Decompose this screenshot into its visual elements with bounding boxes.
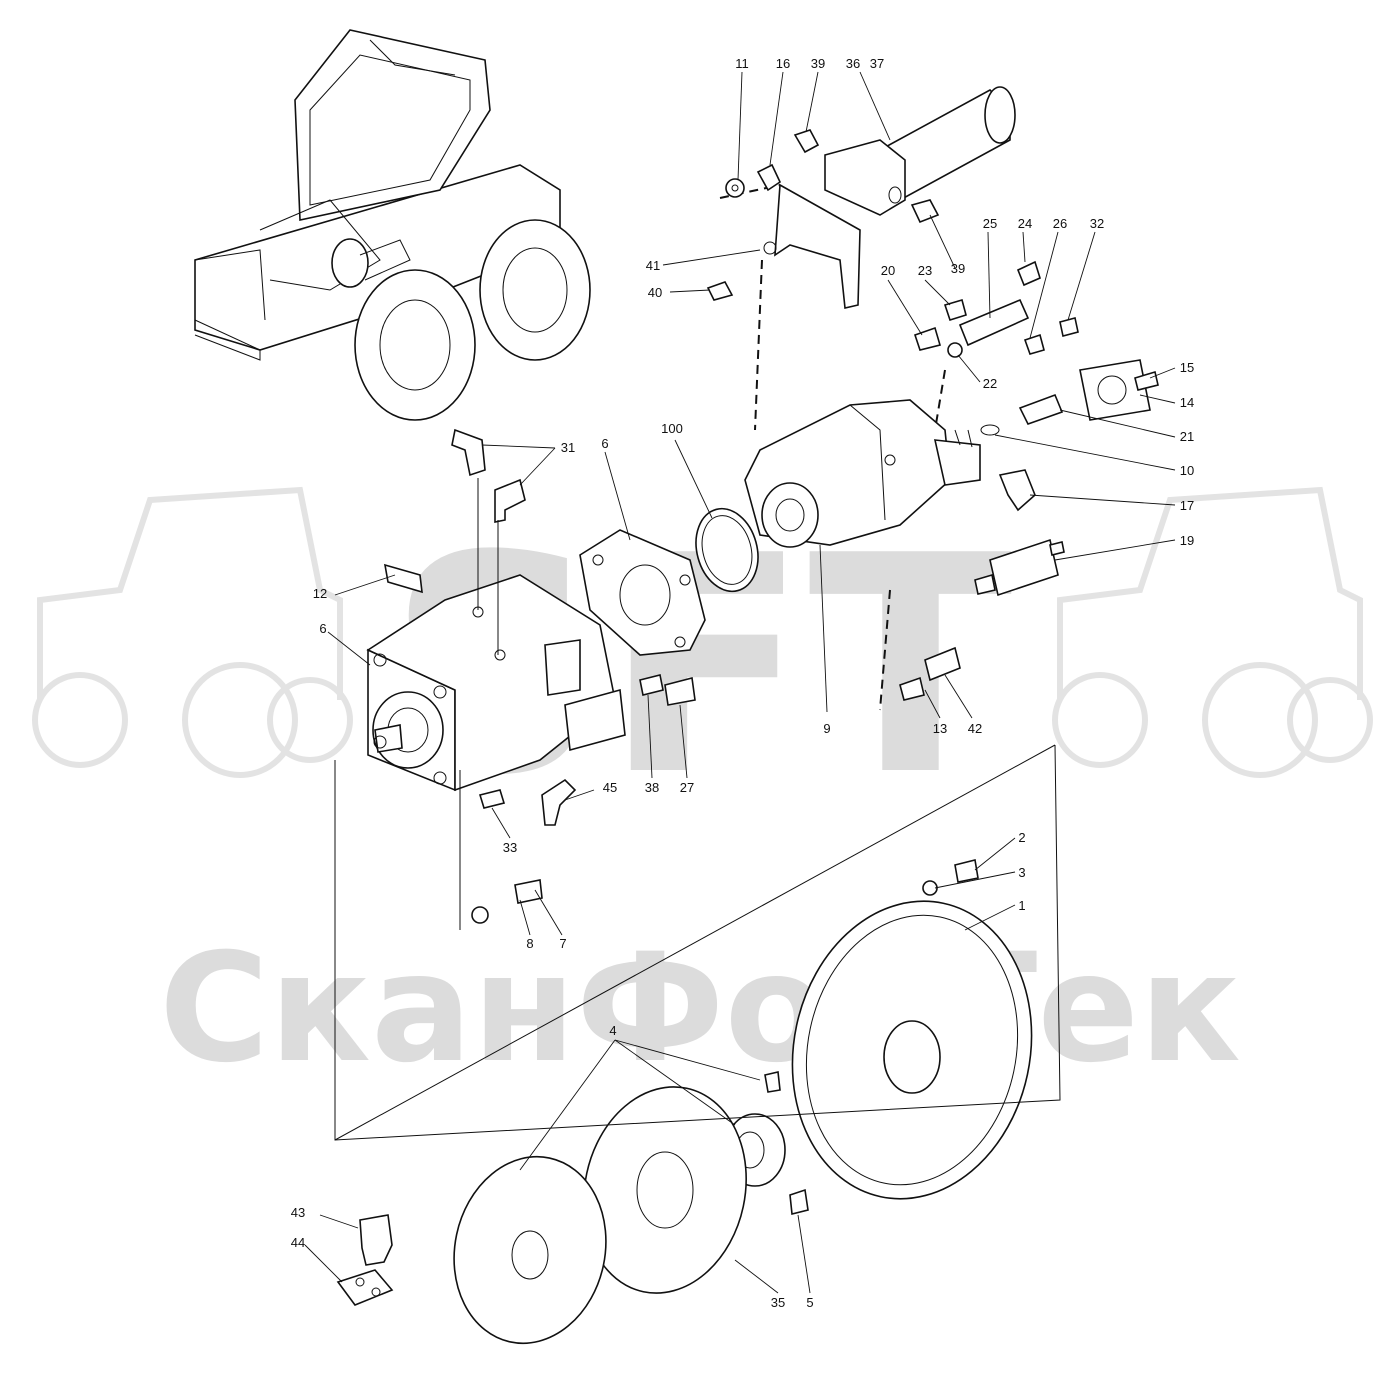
callout-8: 8 xyxy=(526,936,533,951)
callout-16: 16 xyxy=(776,56,790,71)
callout-19: 19 xyxy=(1180,533,1194,548)
callout-23: 23 xyxy=(918,263,932,278)
bolts-top xyxy=(706,163,782,301)
callout-41: 41 xyxy=(646,258,660,273)
callout-40: 40 xyxy=(648,285,662,300)
callout-44: 44 xyxy=(291,1235,305,1250)
callout-11: 11 xyxy=(735,56,749,71)
filter-assembly xyxy=(793,86,1016,224)
callout-36: 36 xyxy=(846,56,860,71)
callout-45: 45 xyxy=(603,780,617,795)
callout-42: 42 xyxy=(968,721,982,736)
coupling-plate-inner xyxy=(583,1086,747,1294)
callout-7: 7 xyxy=(559,936,566,951)
callout-25: 25 xyxy=(983,216,997,231)
leader-lines xyxy=(304,71,1176,1294)
callout-20: 20 xyxy=(881,263,895,278)
secondary-pump xyxy=(366,574,626,792)
callout-10: 10 xyxy=(1180,463,1194,478)
callout-6-left: 6 xyxy=(319,621,326,636)
callout-14: 14 xyxy=(1180,395,1194,410)
callout-38: 38 xyxy=(645,780,659,795)
callout-1: 1 xyxy=(1018,898,1025,913)
callout-43: 43 xyxy=(291,1205,305,1220)
machine-illustration xyxy=(194,29,591,421)
coupling-plate-outer xyxy=(453,1155,607,1345)
callout-39-mid: 39 xyxy=(951,261,965,276)
callout-37: 37 xyxy=(870,56,884,71)
callout-4: 4 xyxy=(609,1023,616,1038)
callout-21: 21 xyxy=(1180,429,1194,444)
adapter-flange xyxy=(579,529,706,656)
callout-35: 35 xyxy=(771,1295,785,1310)
callout-17: 17 xyxy=(1180,498,1194,513)
left-fittings xyxy=(383,428,696,924)
watermark-tractor-right xyxy=(1052,486,1373,778)
callout-27: 27 xyxy=(680,780,694,795)
callout-100: 100 xyxy=(661,421,683,436)
flywheel-housing xyxy=(791,900,1033,1200)
callout-31: 31 xyxy=(561,440,575,455)
callout-39-top: 39 xyxy=(811,56,825,71)
callout-labels: 11 16 39 36 37 41 39 40 25 24 26 32 20 2… xyxy=(291,56,1194,1310)
callout-26: 26 xyxy=(1053,216,1067,231)
o-ring xyxy=(695,507,759,593)
watermark-tractor-left xyxy=(32,486,353,778)
callout-24: 24 xyxy=(1018,216,1032,231)
callout-9: 9 xyxy=(823,721,830,736)
sensor-and-plate xyxy=(336,1214,394,1306)
callout-2: 2 xyxy=(1018,830,1025,845)
callout-15: 15 xyxy=(1180,360,1194,375)
callout-13: 13 xyxy=(933,721,947,736)
assembly-guide-lines xyxy=(334,744,1061,1141)
callout-33: 33 xyxy=(503,840,517,855)
watermark: SFT СканФорТек xyxy=(32,486,1373,1096)
callout-22: 22 xyxy=(983,376,997,391)
bolts-bottom xyxy=(922,859,979,896)
callout-5: 5 xyxy=(806,1295,813,1310)
main-pump xyxy=(744,399,981,548)
watermark-brand-cyrillic: СканФорТек xyxy=(159,922,1241,1096)
callout-12: 12 xyxy=(313,586,327,601)
callout-32: 32 xyxy=(1090,216,1104,231)
callout-3: 3 xyxy=(1018,865,1025,880)
mounting-bracket xyxy=(719,183,861,431)
callout-6-top: 6 xyxy=(601,436,608,451)
